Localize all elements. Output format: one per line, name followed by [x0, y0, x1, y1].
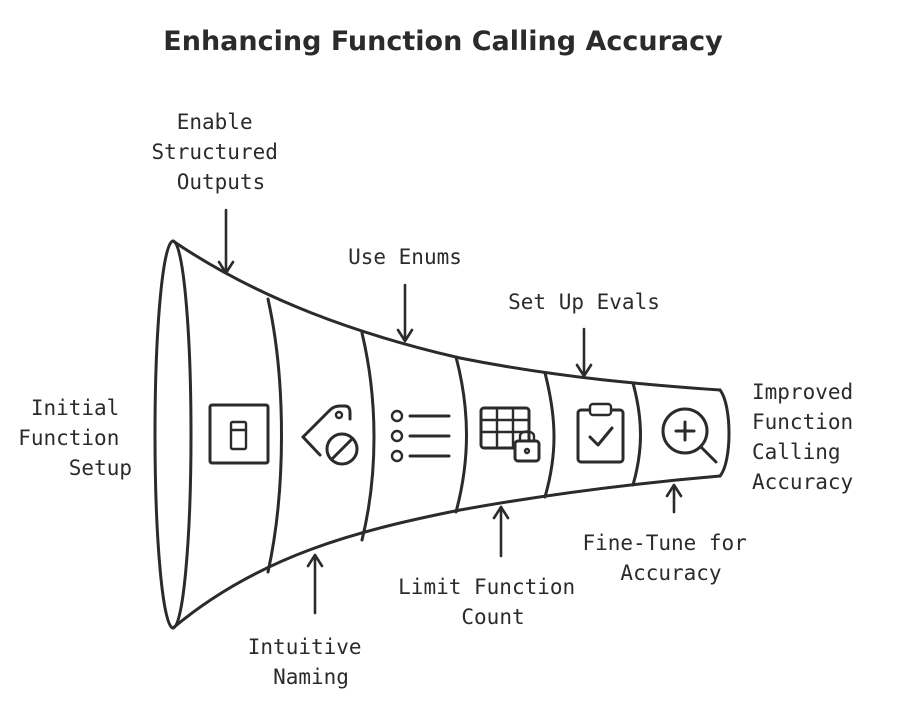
arrow-limit-function-count [492, 505, 510, 558]
stage-label-limit-function-count: Limit Function Count [398, 575, 588, 629]
funnel-shape [153, 239, 731, 630]
stage-label-intuitive-naming: Intuitive Naming [248, 635, 374, 689]
segment-divider-1 [266, 297, 283, 574]
arrow-structured-outputs [217, 208, 235, 275]
arrow-intuitive-naming [306, 553, 324, 615]
end-label: Improved Function Calling Accuracy [752, 380, 866, 494]
funnel-end [718, 388, 731, 478]
document-icon [208, 403, 270, 465]
funnel-mouth [153, 239, 193, 630]
segment-divider-5 [631, 381, 642, 487]
arrow-use-enums [396, 283, 414, 343]
funnel-bottom-edge [171, 474, 722, 630]
clipboard-check-icon [576, 402, 625, 464]
diagram-title: Enhancing Function Calling Accuracy [163, 26, 723, 57]
stage-label-use-enums: Use Enums [348, 245, 462, 269]
start-label: Initial Function Setup [18, 396, 132, 480]
zoom-in-icon [661, 407, 718, 464]
segment-divider-4 [543, 371, 556, 499]
arrow-set-up-evals [575, 327, 593, 378]
list-icon [390, 409, 451, 463]
tag-icon [301, 404, 359, 466]
stage-label-structured-outputs: Enable Structured Outputs [151, 110, 290, 194]
stage-label-set-up-evals: Set Up Evals [508, 290, 660, 314]
segment-divider-3 [454, 355, 468, 514]
arrow-fine-tune [665, 483, 683, 514]
segment-divider-2 [360, 331, 376, 542]
table-lock-icon [479, 406, 541, 463]
stage-label-fine-tune: Fine-Tune for Accuracy [582, 531, 759, 585]
funnel-top-edge [171, 239, 722, 392]
